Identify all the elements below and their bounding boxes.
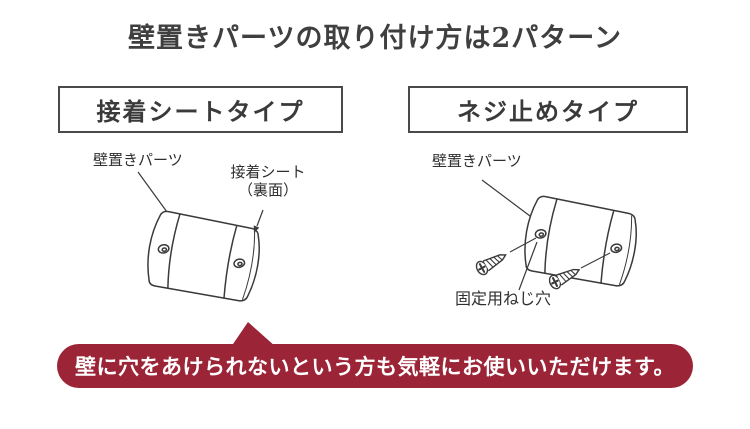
heading-screw-type-label: ネジ止めタイプ xyxy=(457,99,639,126)
screw-icon xyxy=(547,264,582,291)
screw-hole-left xyxy=(535,229,547,239)
wall-part-drawing-left xyxy=(143,209,264,302)
leader-line xyxy=(482,180,538,222)
wall-part-drawing-right xyxy=(520,194,641,287)
adhesive-type-diagram xyxy=(85,150,325,335)
label-adhesive-sheet-line2: （裏面） xyxy=(237,182,298,199)
screw-icon xyxy=(474,249,509,277)
leader-line xyxy=(138,172,167,212)
screw-path-line xyxy=(581,253,610,268)
heading-screw-type: ネジ止めタイプ xyxy=(408,86,688,133)
speech-banner: 壁に穴をあけられないという方も気軽にお使いいただけます。 xyxy=(57,344,693,388)
page-title: 壁置きパーツの取り付け方は2パターン xyxy=(128,23,622,54)
screw-hole-right xyxy=(610,243,622,253)
label-wall-part-right: 壁置きパーツ xyxy=(432,153,522,170)
label-wall-part-left: 壁置きパーツ xyxy=(93,152,183,169)
label-adhesive-sheet-line1: 接着シート xyxy=(230,164,306,181)
label-fixing-screw-hole: 固定用ねじ穴 xyxy=(455,291,552,308)
screw-hole-right xyxy=(233,258,245,268)
screw-hole-left xyxy=(158,244,170,254)
heading-adhesive-sheet-type-label: 接着シートタイプ xyxy=(96,99,305,126)
screw-path-line xyxy=(510,238,536,252)
speech-banner-text: 壁に穴をあけられないという方も気軽にお使いいただけます。 xyxy=(75,356,675,379)
adhesive-sheet-arrow xyxy=(253,210,263,233)
label-adhesive-sheet: 接着シート （裏面） xyxy=(220,164,316,200)
screw-type-diagram xyxy=(420,148,690,338)
heading-adhesive-sheet-type: 接着シートタイプ xyxy=(58,86,343,133)
speech-banner-tail xyxy=(231,322,276,347)
leader-line xyxy=(519,242,537,290)
